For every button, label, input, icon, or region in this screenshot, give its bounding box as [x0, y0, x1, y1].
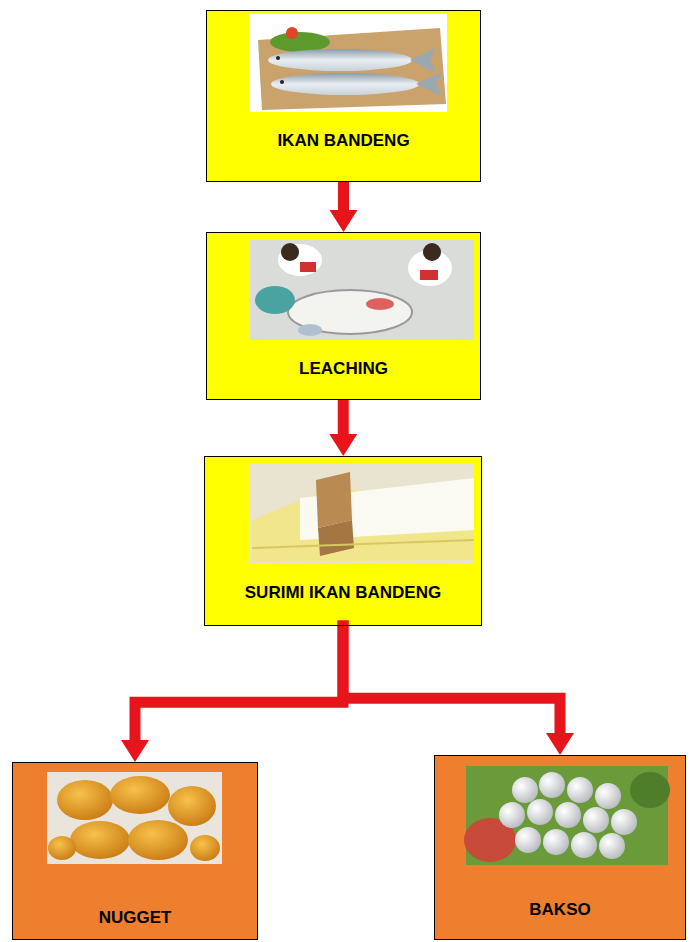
box-fill: [12, 762, 258, 940]
arrow-head: [330, 210, 358, 232]
flow-arrow: [121, 626, 343, 762]
flow-arrow: [329, 400, 357, 456]
arrow-shaft: [343, 626, 560, 733]
flow-arrow: [330, 182, 358, 232]
arrow-head: [329, 434, 357, 456]
box-label: LEACHING: [207, 359, 480, 379]
box-fill: [206, 10, 481, 182]
box-fill: [434, 755, 686, 940]
process-box: LEACHING: [206, 232, 481, 400]
process-box: NUGGET: [12, 762, 258, 940]
nugget-photo: [47, 772, 222, 864]
box-fill: [206, 232, 481, 400]
process-box: SURIMI IKAN BANDENG: [204, 456, 482, 626]
flow-arrow: [343, 626, 574, 755]
box-label: SURIMI IKAN BANDENG: [205, 583, 481, 603]
arrow-shaft: [135, 626, 343, 740]
process-box: IKAN BANDENG: [206, 10, 481, 182]
arrow-shaft: [338, 182, 349, 210]
bakso-photo: [464, 766, 670, 865]
arrow-shaft: [338, 400, 349, 434]
box-fill: [204, 456, 482, 626]
fish-photo: [249, 14, 447, 112]
process-box: BAKSO: [434, 755, 686, 940]
box-label: IKAN BANDENG: [207, 131, 480, 151]
surimi-photo: [250, 464, 474, 563]
leaching-photo: [250, 240, 474, 340]
box-label: BAKSO: [435, 900, 685, 920]
arrow-head: [546, 733, 574, 755]
arrow-head: [121, 740, 149, 762]
box-label: NUGGET: [13, 908, 257, 928]
